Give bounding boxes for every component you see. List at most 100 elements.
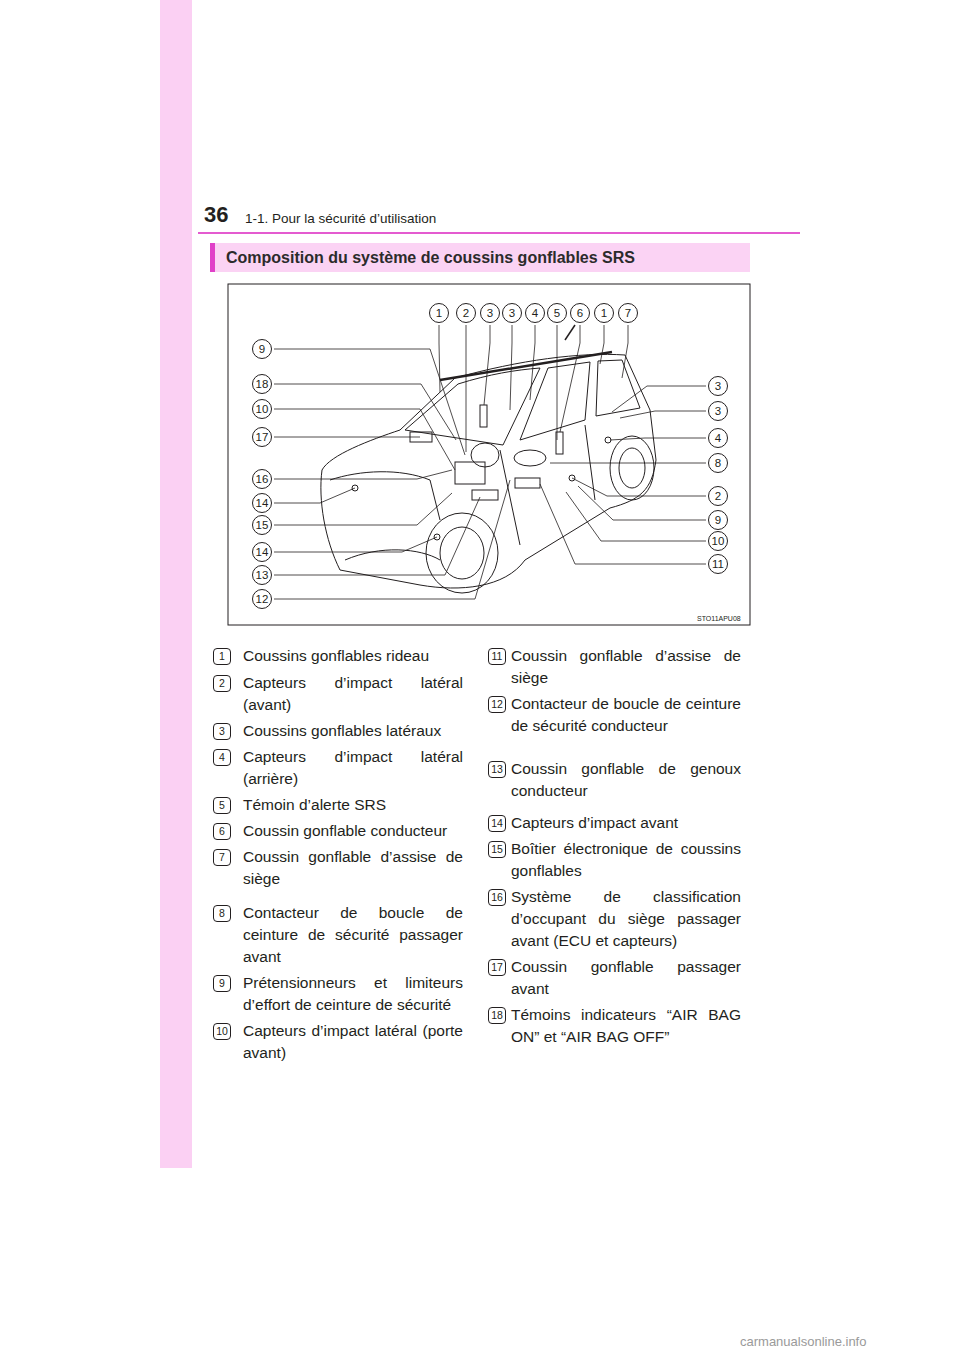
list-number: 12 <box>488 696 506 713</box>
list-text: Système de classification d’occupant du … <box>511 886 741 952</box>
leader-line <box>566 492 706 541</box>
leader-line <box>578 486 706 520</box>
list-number: 4 <box>213 749 231 766</box>
callout-number: 10 <box>708 531 728 551</box>
list-text: Boîtier électronique de coussins gonflab… <box>511 838 741 882</box>
list-number: 18 <box>488 1007 506 1024</box>
callout-number: 16 <box>252 469 272 489</box>
list-number: 8 <box>213 905 231 922</box>
list-text: Coussins gonflables latéraux <box>243 720 463 742</box>
callout-number: 9 <box>708 510 728 530</box>
callout-number: 1 <box>594 303 614 323</box>
leader-line <box>540 484 706 564</box>
leader-line <box>274 384 456 440</box>
leader-line <box>274 537 437 552</box>
callout-number: 17 <box>252 427 272 447</box>
list-text: Coussin gonflable conducteur <box>243 820 463 842</box>
leader-line <box>466 325 467 452</box>
callout-number: 15 <box>252 515 272 535</box>
leader-line <box>274 349 465 455</box>
callout-number: 14 <box>252 493 272 513</box>
leader-line <box>274 437 420 438</box>
callout-number: 18 <box>252 374 272 394</box>
list-number: 2 <box>213 675 231 692</box>
leader-line <box>510 325 512 410</box>
leader-line <box>610 438 706 440</box>
list-number: 7 <box>213 849 231 866</box>
leader-line <box>274 497 480 575</box>
callout-number: 4 <box>708 428 728 448</box>
figure-frame <box>228 284 750 625</box>
list-number: 9 <box>213 975 231 992</box>
list-text: Coussin gonflable d’assise de siège <box>511 645 741 689</box>
header-rule <box>198 232 800 234</box>
callout-number: 3 <box>708 376 728 396</box>
leader-line <box>530 325 535 400</box>
list-number: 15 <box>488 841 506 858</box>
leader-line <box>274 488 355 503</box>
list-text: Témoin d’alerte SRS <box>243 794 463 816</box>
leader-line <box>622 325 628 378</box>
list-number: 16 <box>488 889 506 906</box>
figure-code: STO11APU08 <box>697 615 741 622</box>
leader-line <box>572 478 706 496</box>
callout-number: 2 <box>708 486 728 506</box>
list-text: Coussin gonflable d’assise de siège <box>243 846 463 890</box>
leader-line <box>600 325 604 364</box>
list-text: Capteurs d’impact latéral (arrière) <box>243 746 463 790</box>
callout-number: 10 <box>252 399 272 419</box>
callout-number: 12 <box>252 589 272 609</box>
list-text: Coussins gonflables rideau <box>243 645 463 667</box>
callout-number: 1 <box>429 303 449 323</box>
list-text: Coussin gonflable de genoux conducteur <box>511 758 741 802</box>
title-band <box>210 243 750 272</box>
leader-line <box>274 493 452 525</box>
callout-number: 3 <box>708 401 728 421</box>
leader-line <box>484 325 490 405</box>
list-number: 10 <box>213 1023 231 1040</box>
list-number: 11 <box>488 648 506 665</box>
list-number: 17 <box>488 959 506 976</box>
leader-line <box>550 463 706 464</box>
callout-number: 14 <box>252 542 272 562</box>
leader-line <box>274 409 455 470</box>
list-number: 5 <box>213 797 231 814</box>
watermark: carmanualsonline.info <box>740 1334 866 1349</box>
leader-line <box>560 325 580 432</box>
callout-number: 8 <box>708 453 728 473</box>
list-number: 6 <box>213 823 231 840</box>
leader-line <box>274 470 452 479</box>
page-number: 36 <box>204 202 228 228</box>
callout-number: 7 <box>618 303 638 323</box>
list-text: Témoins indicateurs “AIR BAG ON” et “AIR… <box>511 1004 741 1048</box>
callout-number: 3 <box>502 303 522 323</box>
leader-line <box>439 325 440 392</box>
leader-line <box>557 325 558 440</box>
list-number: 14 <box>488 815 506 832</box>
list-number: 13 <box>488 761 506 778</box>
list-text: Coussin gonflable passager avant <box>511 956 741 1000</box>
leader-line <box>612 386 706 412</box>
list-text: Capteurs d’impact latéral (porte avant) <box>243 1020 463 1064</box>
section-title: Composition du système de coussins gonfl… <box>212 244 748 272</box>
list-number: 1 <box>213 648 231 665</box>
list-text: Prétensionneurs et limiteurs d’effort de… <box>243 972 463 1016</box>
list-text: Contacteur de boucle de ceinture de sécu… <box>243 902 463 968</box>
callout-number: 13 <box>252 565 272 585</box>
callout-number: 6 <box>570 303 590 323</box>
list-text: Contacteur de boucle de ceinture de sécu… <box>511 693 741 737</box>
leader-line <box>274 480 510 599</box>
list-text: Capteurs d’impact latéral (avant) <box>243 672 463 716</box>
list-text: Capteurs d’impact avant <box>511 812 741 834</box>
callout-number: 3 <box>480 303 500 323</box>
list-number: 3 <box>213 723 231 740</box>
callout-number: 9 <box>252 339 272 359</box>
section-header: 1-1. Pour la sécurité d’utilisation <box>245 211 436 226</box>
callout-number: 11 <box>708 554 728 574</box>
leader-line <box>620 411 706 418</box>
callout-number: 2 <box>456 303 476 323</box>
callout-number: 5 <box>547 303 567 323</box>
